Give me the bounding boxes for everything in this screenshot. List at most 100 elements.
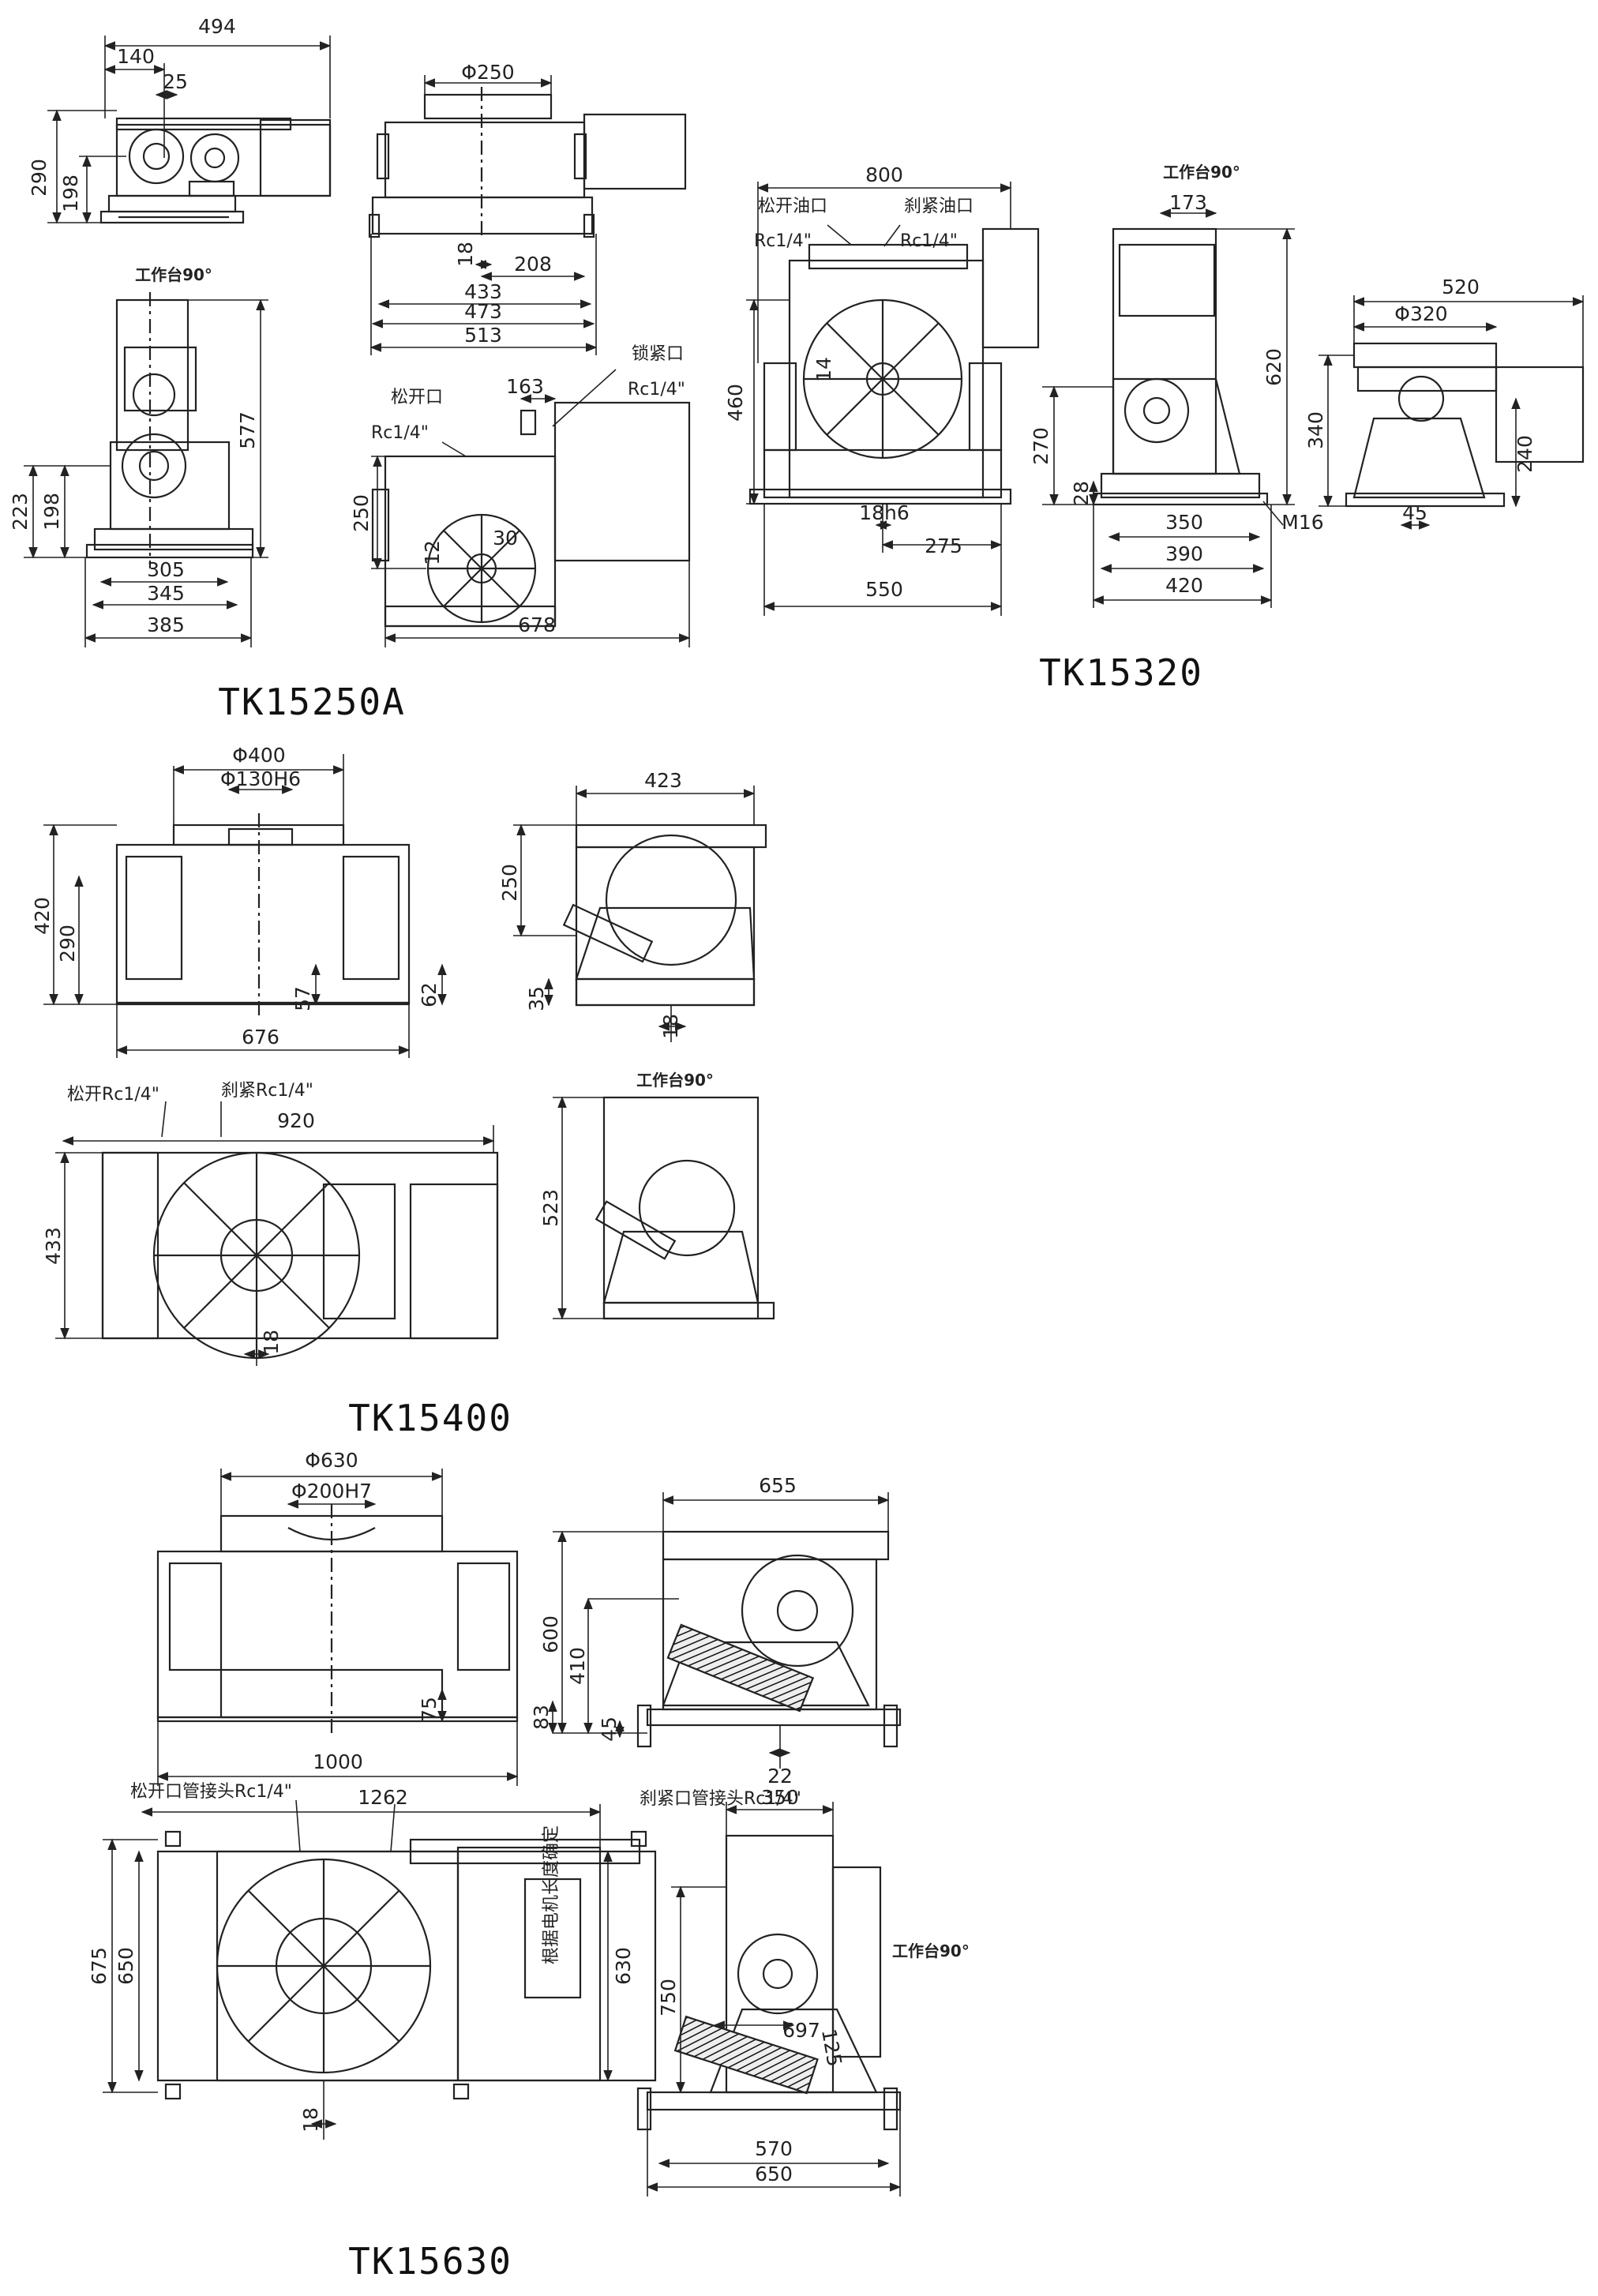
dim-label: 14 <box>812 357 835 382</box>
tk15630-front-view <box>156 1504 519 1737</box>
dim-label: 520 <box>1442 276 1480 298</box>
dim-label: 420 <box>31 897 54 935</box>
dim-label: 250 <box>350 494 373 532</box>
dim-label: 57 <box>291 986 314 1011</box>
tk15250a-top-dims <box>369 75 598 355</box>
dim-label: 18 <box>454 242 477 267</box>
tk15320-front-view <box>748 227 1040 505</box>
dim-label: 420 <box>1165 574 1203 597</box>
dim-label: 697 <box>782 2019 820 2042</box>
dim-label: 270 <box>1030 427 1052 465</box>
dim-label: 345 <box>147 582 185 605</box>
tk15320-side-view <box>1345 342 1585 508</box>
dim-label: 630 <box>612 1947 635 1985</box>
port-label: 刹紧口管接头Rc1/4" <box>640 1789 801 1809</box>
dim-label: 250 <box>498 864 521 902</box>
port-label: Rc1/4" <box>754 231 812 251</box>
tk15400-side-90-view <box>595 1096 775 1320</box>
model-name: TK15400 <box>348 1397 512 1439</box>
model-name: TK15320 <box>1039 651 1203 694</box>
port-label: Rc1/4" <box>900 231 958 251</box>
dim-label: 570 <box>755 2137 793 2160</box>
dim-label: 577 <box>236 411 259 449</box>
dim-label: Φ320 <box>1394 302 1447 325</box>
view-title: 工作台90° <box>135 265 212 284</box>
tk15400-side-view <box>562 823 767 1007</box>
dim-label: 433 <box>464 280 502 303</box>
dim-label: 600 <box>539 1615 562 1653</box>
dim-label: 30 <box>493 527 518 550</box>
tk15400-side90-dims <box>553 1096 604 1320</box>
tk15630-plan-view <box>156 1830 657 2100</box>
dim-label: 550 <box>865 578 903 601</box>
tk15630-front-dims <box>156 1469 519 1786</box>
dim-label: 22 <box>767 1765 793 1788</box>
tk15320-side-90-view <box>1092 227 1269 506</box>
port-label: Rc1/4" <box>371 423 429 443</box>
motor-note: 根据电机长度确定 <box>542 1825 561 1964</box>
port-label: 松开油口 <box>758 197 827 216</box>
tk15630-side-view <box>636 1530 902 1748</box>
dim-label: 676 <box>242 1026 279 1049</box>
dim-label: Φ400 <box>232 744 285 767</box>
tk15250a-front-dims <box>47 36 332 224</box>
tk15400-plan-dims <box>55 1101 495 1366</box>
dim-label: 385 <box>147 613 185 636</box>
dim-label: 125 <box>817 2028 846 2069</box>
dim-label: 1262 <box>358 1786 408 1809</box>
view-title: 工作台90° <box>1163 163 1240 182</box>
dim-label: 433 <box>42 1227 65 1265</box>
tk15250a-side90-dims <box>24 298 268 647</box>
dim-label: 423 <box>644 769 682 792</box>
tk15320-front-dims <box>746 182 1012 616</box>
dim-label: 675 <box>88 1947 111 1985</box>
view-title: 工作台90° <box>636 1071 714 1090</box>
dim-label: 140 <box>117 45 155 68</box>
dim-label: 460 <box>724 384 747 422</box>
dim-label: 494 <box>198 15 236 38</box>
model-name: TK15250A <box>218 681 406 723</box>
dim-label: 678 <box>518 613 556 636</box>
dim-label: 920 <box>277 1109 315 1132</box>
view-title: 工作台90° <box>892 1941 970 1960</box>
dim-label: 163 <box>506 375 544 398</box>
dim-label: 75 <box>418 1697 441 1722</box>
port-label: 松开Rc1/4" <box>67 1085 159 1105</box>
tk15250a-front-view <box>99 117 332 224</box>
dim-label: 25 <box>163 70 188 93</box>
dim-label: 18h6 <box>859 501 910 524</box>
tk15400-plan-view <box>101 1151 499 1360</box>
tk15250a-top-view <box>368 87 687 238</box>
dim-label: 650 <box>755 2163 793 2185</box>
dim-label: 18 <box>659 1014 682 1039</box>
dim-label: Φ630 <box>305 1449 358 1472</box>
dim-label: 45 <box>598 1716 621 1742</box>
dim-label: 513 <box>464 324 502 347</box>
port-label: 锁紧口 <box>632 344 684 364</box>
dim-label: 410 <box>566 1647 589 1685</box>
dim-label: 12 <box>421 540 444 565</box>
port-label: 松开口 <box>391 388 443 407</box>
dim-label: 655 <box>759 1474 797 1497</box>
port-label: 刹紧Rc1/4" <box>221 1081 313 1101</box>
dim-label: 83 <box>530 1705 553 1730</box>
dim-label: 800 <box>865 163 903 186</box>
dim-label: 523 <box>539 1189 562 1227</box>
tk15320-side-dims <box>1319 295 1585 530</box>
dim-label: 62 <box>418 982 441 1007</box>
tk15320-side90-dims <box>1042 208 1295 608</box>
dim-label: Φ130H6 <box>220 767 301 790</box>
tk15630-side-dims <box>548 1492 890 1769</box>
dim-label: 650 <box>114 1947 137 1985</box>
dim-label: Φ200H7 <box>291 1480 372 1503</box>
dim-label: 350 <box>1165 511 1203 534</box>
dim-label: 290 <box>56 925 79 962</box>
dim-label: 223 <box>9 493 32 531</box>
tk15400-front-view <box>115 813 411 1019</box>
dim-label: Φ250 <box>461 61 514 84</box>
tk15630-plan-dims <box>103 1799 613 2140</box>
dim-label: 473 <box>464 300 502 323</box>
model-name: TK15630 <box>348 2240 512 2283</box>
